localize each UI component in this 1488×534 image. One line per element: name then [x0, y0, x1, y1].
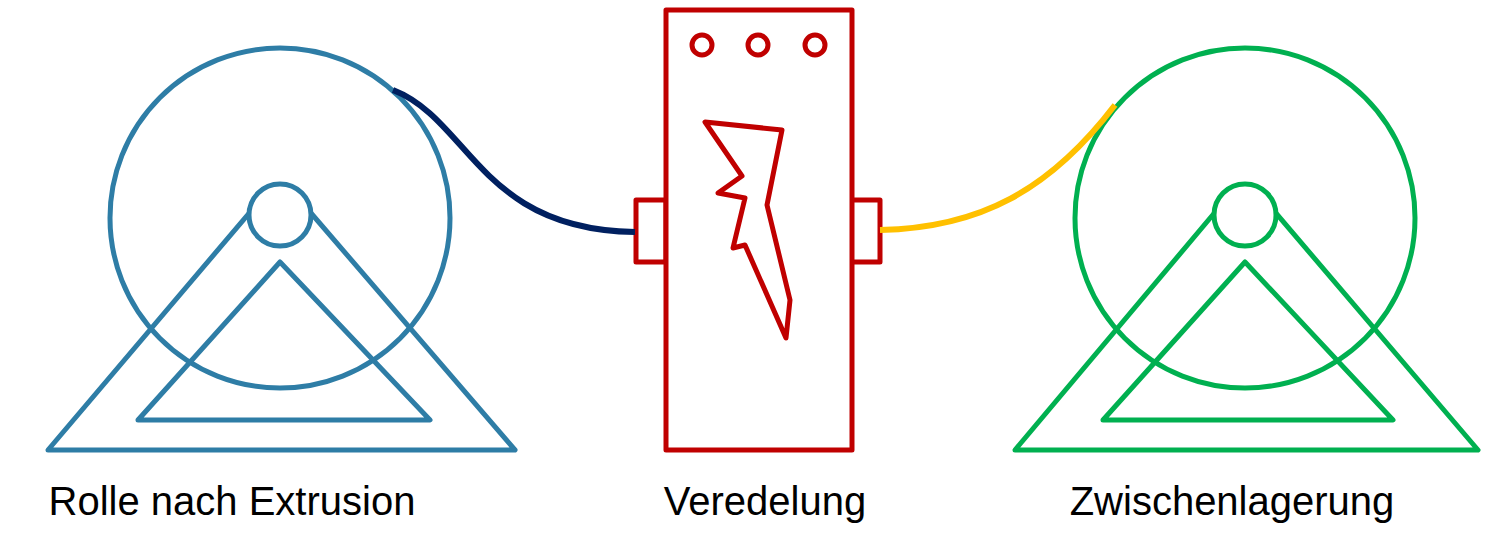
refinement-machine — [636, 10, 880, 450]
node-label: Zwischenlagerung — [1070, 478, 1395, 524]
refinement-unit: Veredelung — [635, 10, 880, 534]
material-strip — [880, 105, 1115, 230]
reel-right — [1015, 48, 1478, 450]
extrusion-reel: Rolle nach Extrusion — [48, 48, 515, 534]
node-label: Rolle nach Extrusion — [49, 478, 416, 524]
reel-left — [48, 48, 515, 450]
node-label: Veredelung — [664, 478, 866, 524]
material-strip — [393, 90, 635, 232]
storage-reel: Zwischenlagerung — [1015, 48, 1478, 534]
